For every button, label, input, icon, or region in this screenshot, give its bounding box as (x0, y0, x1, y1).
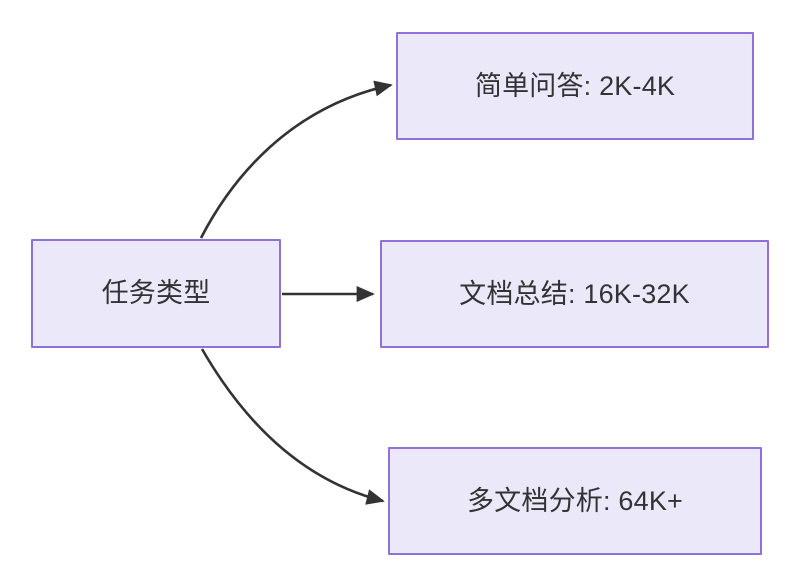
node-simple-qa-label: 简单问答: 2K-4K (474, 70, 676, 101)
edge-source-to-multi-doc (200, 348, 385, 505)
node-doc-summary-label: 文档总结: 16K-32K (459, 278, 690, 309)
node-doc-summary[interactable]: 文档总结: 16K-32K (380, 240, 769, 348)
edge-source-to-simple-qa (199, 80, 393, 239)
node-task-type[interactable]: 任务类型 (31, 239, 281, 348)
node-multi-doc-analysis[interactable]: 多文档分析: 64K+ (388, 447, 762, 555)
node-multi-doc-analysis-label: 多文档分析: 64K+ (466, 485, 683, 516)
node-simple-qa[interactable]: 简单问答: 2K-4K (396, 32, 754, 140)
node-task-type-label: 任务类型 (101, 278, 211, 309)
